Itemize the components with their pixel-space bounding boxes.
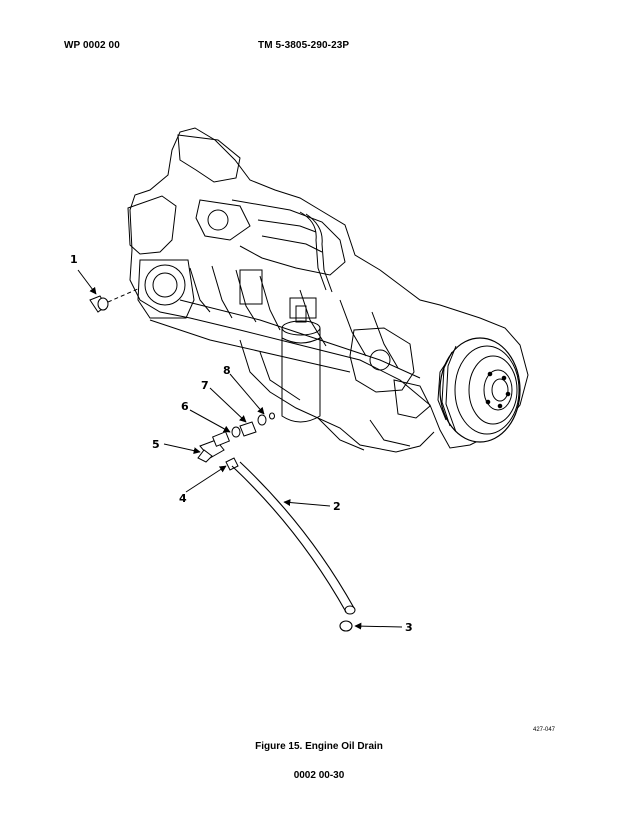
- callout-8: 8: [223, 364, 231, 377]
- callout-4: 4: [179, 492, 187, 505]
- engine-assembly: [127, 127, 529, 453]
- callout-6: 6: [181, 400, 189, 413]
- callout-2: 2: [333, 500, 341, 513]
- drain-valve-assembly: [197, 412, 275, 471]
- callout-leaders: [77, 269, 403, 630]
- callout-3: 3: [405, 621, 413, 634]
- figure-caption: Figure 15. Engine Oil Drain: [255, 741, 383, 752]
- page-number: 0002 00-30: [293, 770, 345, 781]
- work-package-number: WP 0002 00: [64, 40, 120, 51]
- drain-plug: [89, 287, 141, 313]
- callout-7: 7: [201, 379, 209, 392]
- manual-number: TM 5-3805-290-23P: [258, 40, 350, 51]
- hose-clamp: [339, 620, 353, 632]
- callout-1: 1: [70, 253, 78, 266]
- drain-hose: [231, 461, 356, 615]
- callout-5: 5: [152, 438, 160, 451]
- drawing-number: 427-047: [533, 727, 556, 733]
